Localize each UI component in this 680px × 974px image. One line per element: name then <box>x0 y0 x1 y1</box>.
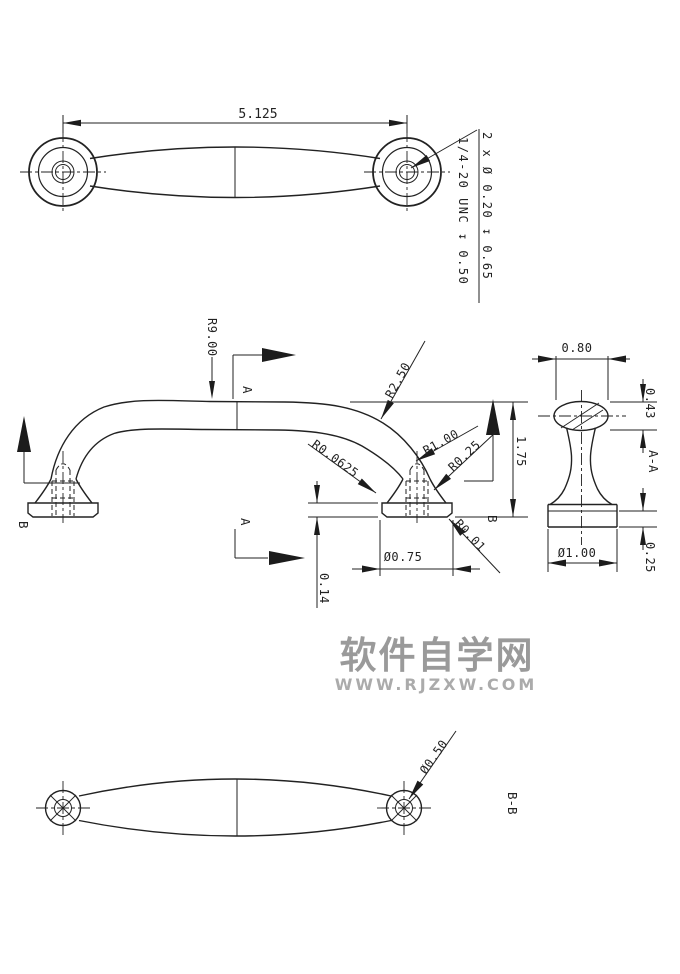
base-diameter-value: Ø1.00 <box>558 546 597 560</box>
hole-diameter-value: Ø0.50 <box>417 737 451 777</box>
section-b-label-right: B <box>485 515 500 523</box>
watermark-site-url: WWW.RJZXW.COM <box>335 675 538 694</box>
section-b-arrow-right <box>486 399 500 435</box>
section-a-label-top: A <box>240 386 255 394</box>
section-b-arrow-left <box>17 416 31 452</box>
bb-right-boss <box>377 781 431 835</box>
overall-length-dimension: 5.125 <box>62 107 408 133</box>
bb-body-outline <box>78 778 392 837</box>
base-diameter-dimension: Ø1.00 <box>547 529 618 572</box>
section-aa-outline <box>538 390 626 545</box>
bb-left-boss <box>36 781 90 835</box>
hole-diameter-dimension: Ø0.50 <box>408 730 457 800</box>
top-view-body-outline <box>89 146 381 199</box>
section-bb-view: Ø0.50 B-B <box>36 730 520 837</box>
overall-height-dimension: 1.75 <box>350 401 528 518</box>
foot-diameter-dimension: Ø0.75 <box>352 520 480 576</box>
front-view: R9.00 A A B B R2.50 <box>16 318 528 608</box>
section-a-arrow-bottom <box>269 551 305 565</box>
section-aa-view: 0.80 0.43 A-A 0.25 Ø1.00 <box>532 341 661 573</box>
watermark-site-name: 软件自学网 <box>340 634 535 677</box>
base-thickness-dimension: 0.14 <box>308 481 378 608</box>
grip-thickness-value: 0.43 <box>643 388 657 419</box>
top-view-centerlines <box>20 130 450 214</box>
radius-bend-dimension: R2.50 <box>380 340 426 420</box>
section-bb-label: B-B <box>505 792 520 815</box>
leader-arrow <box>411 154 431 168</box>
r9-value: R9.00 <box>205 318 219 357</box>
left-foot <box>27 451 99 523</box>
watermark: 软件自学网 WWW.RJZXW.COM <box>335 634 538 694</box>
top-view: 5.125 2 x Ø 0.20 ↧ 0.65 1/4-20 UNC ↧ 0.5… <box>20 107 494 303</box>
radius-top-dimension: R9.00 <box>205 318 219 399</box>
section-a-label-bottom: A <box>238 518 253 526</box>
grip-width-dimension: 0.80 <box>532 341 630 400</box>
grip-width-value: 0.80 <box>562 341 593 355</box>
r1-00-value: R1.00 <box>421 427 462 458</box>
base-height-dimension: 0.25 <box>619 488 657 573</box>
foot-diameter-value: Ø0.75 <box>384 550 423 564</box>
r0-0625-value: R0.0625 <box>309 437 361 480</box>
base-thickness-value: 0.14 <box>317 573 331 604</box>
handle-arm-outline <box>50 399 431 480</box>
r2-50-value: R2.50 <box>382 360 413 401</box>
overall-length-value: 5.125 <box>238 107 277 122</box>
section-a-marks: A A <box>232 348 305 565</box>
height-value: 1.75 <box>514 436 528 467</box>
thread-note-line1: 2 x Ø 0.20 ↧ 0.65 <box>480 132 494 280</box>
thread-callout: 2 x Ø 0.20 ↧ 0.65 1/4-20 UNC ↧ 0.50 <box>410 129 494 303</box>
right-foot <box>381 451 453 523</box>
thread-note-line2: 1/4-20 UNC ↧ 0.50 <box>456 137 470 285</box>
section-aa-label: A-A <box>646 450 661 473</box>
radius-base-edge-dimension: R0.01 <box>448 516 501 574</box>
section-b-label-left: B <box>16 521 31 529</box>
section-b-marks: B B <box>16 399 500 529</box>
base-height-value: 0.25 <box>643 542 657 573</box>
section-a-arrow-top <box>262 348 296 362</box>
grip-thickness-dimension: 0.43 <box>610 379 657 453</box>
r0-01-value: R0.01 <box>452 516 489 554</box>
